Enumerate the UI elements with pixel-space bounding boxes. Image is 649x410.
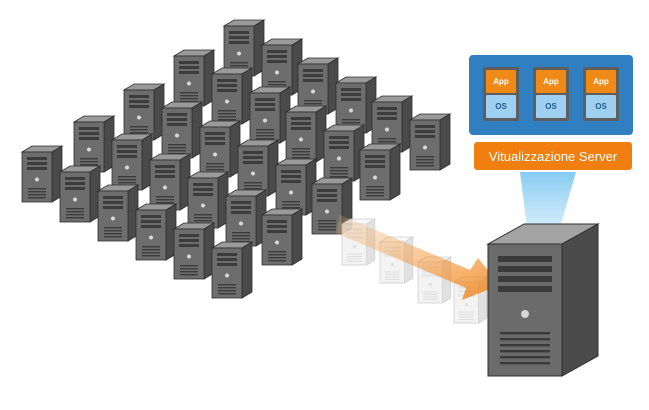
vm-os-label: OS	[536, 95, 566, 118]
server-tower-icon	[236, 139, 280, 197]
server-tower-icon	[322, 124, 366, 182]
server-tower-icon	[160, 101, 204, 159]
server-tower-icon	[58, 165, 102, 223]
server-tower-icon	[248, 86, 292, 144]
server-tower-icon	[198, 120, 242, 178]
server-tower-icon	[72, 115, 116, 173]
migration-arrow-band	[336, 215, 500, 300]
server-tower-icon	[148, 153, 192, 211]
server-tower-icon	[134, 203, 178, 261]
virtual-machines-panel: App OS App OS App OS	[469, 55, 633, 135]
consolidated-server-icon	[486, 223, 600, 377]
server-tower-icon	[96, 184, 140, 242]
server-tower-icon	[210, 241, 254, 299]
server-tower-icon	[224, 189, 268, 247]
server-tower-icon	[172, 49, 216, 107]
vm-app-label: App	[486, 70, 516, 93]
server-tower-icon	[20, 145, 64, 203]
virtual-machine-3: App OS	[583, 67, 619, 121]
server-tower-icon	[274, 158, 318, 216]
server-tower-icon	[408, 113, 452, 171]
vm-app-label: App	[536, 70, 566, 93]
vm-app-label: App	[586, 70, 616, 93]
virtual-machine-1: App OS	[483, 67, 519, 121]
virtualization-banner: Vitualizzazione Server	[474, 142, 632, 170]
consolidation-arrow	[336, 215, 500, 324]
server-tower-icon	[122, 83, 166, 141]
server-tower-icon	[260, 208, 304, 266]
server-tower-icon	[310, 177, 354, 235]
server-tower-icon	[210, 67, 254, 125]
server-tower-icon	[284, 105, 328, 163]
vm-os-label: OS	[486, 95, 516, 118]
server-tower-icon	[358, 143, 402, 201]
virtual-machine-2: App OS	[533, 67, 569, 121]
server-tower-icon	[110, 133, 154, 191]
server-tower-icon	[186, 171, 230, 229]
vm-os-label: OS	[586, 95, 616, 118]
server-tower-icon	[172, 222, 216, 280]
physical-server-farm	[20, 19, 452, 299]
